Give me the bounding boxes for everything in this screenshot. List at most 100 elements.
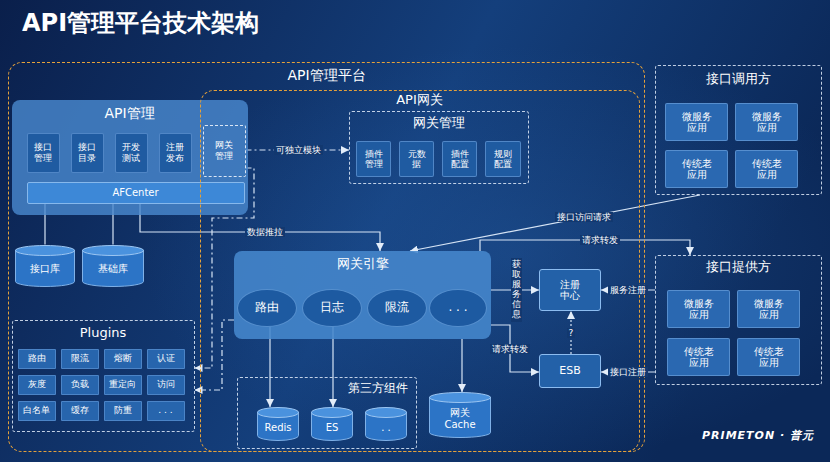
node-label: 熔断 (114, 353, 132, 363)
connector (491, 325, 539, 372)
app-box: 传统老应用 (737, 338, 800, 376)
region-frame: 接口管理 接口目录 开发测试 注册发布 网关管理 AFCenter API管理插件管理元数据… (8, 62, 645, 452)
database-cylinder: 网关Cache (429, 392, 491, 438)
node-label: 微服务应用 (752, 298, 786, 321)
node-label: 网关管理 (214, 140, 234, 161)
node-label: 元数据 (406, 149, 428, 170)
service-box: 注册中心 (539, 269, 601, 311)
node-label: 白名单 (23, 405, 50, 415)
node-label: 限流 (71, 353, 89, 363)
group-heading: 网关引擎 (234, 257, 491, 272)
component-ellipse: 日志 (302, 289, 362, 327)
connector-label: 请求转发 (490, 344, 530, 355)
connector-label: 获取服务信息 (511, 258, 522, 321)
connector (410, 195, 700, 251)
diagram-title: API管理平台技术架构 (22, 7, 259, 39)
node-label: 开发测试 (120, 142, 142, 163)
node-label: 注册发布 (164, 142, 186, 163)
node-label: 认证 (157, 353, 175, 363)
plugin-box: 缓存 (61, 401, 99, 421)
app-box: 微服务应用 (667, 290, 730, 328)
center-bar: AFCenter (27, 182, 245, 204)
node-label: AFCenter (112, 187, 158, 199)
function-box: 规则配置 (485, 141, 521, 177)
app-box: 传统老应用 (735, 150, 798, 188)
node-label: 传统老应用 (682, 346, 716, 369)
node-label: ES (326, 422, 339, 434)
service-box: ESB (539, 354, 601, 388)
function-box: 接口目录 (71, 133, 104, 173)
plugin-box: 防重 (104, 401, 142, 421)
node-label: 缓存 (71, 405, 89, 415)
group-heading: 接口提供方 (656, 260, 821, 275)
plugin-box: 认证 (147, 349, 185, 369)
plugin-box: 限流 (61, 349, 99, 369)
node-label: . . (381, 422, 391, 434)
group-heading: Plugins (13, 326, 194, 341)
group-box: 插件管理元数据插件配置规则配置网关管理 (349, 111, 529, 184)
node-label: 负载 (71, 379, 89, 389)
cylinder-top (366, 408, 407, 418)
component-ellipse: . . . (429, 289, 487, 327)
node-label: 接口管理 (32, 142, 54, 163)
node-label: 限流 (385, 301, 409, 315)
node-label: . . . (158, 405, 172, 415)
node-label: 规则配置 (492, 149, 514, 170)
node-label: 插件管理 (363, 149, 385, 170)
module-panel: 路由 日志 限流 . . . 网关引擎 (234, 251, 491, 339)
group-heading: 第三方组件 (238, 382, 416, 396)
connector-label: 服务注册 (608, 285, 648, 296)
node-label: ESB (559, 365, 580, 378)
module-box: 网关管理 (203, 125, 246, 177)
function-box: 开发测试 (115, 133, 148, 173)
node-label: 传统老应用 (680, 158, 714, 181)
group-box: 微服务应用 微服务应用传统老应用 传统老应用 接口提供方 (655, 255, 822, 385)
connector-label: 接口访问请求 (555, 212, 613, 223)
cylinder-top (15, 245, 74, 255)
plugin-box: 白名单 (18, 401, 56, 421)
database-cylinder: Redis (257, 407, 299, 441)
plugin-box: 访问 (147, 375, 185, 395)
node-label: 接口目录 (76, 142, 98, 163)
group-box: 路由限流熔断认证灰度负载重定向访问白名单缓存防重. . .Plugins (12, 320, 195, 432)
app-box: 微服务应用 (735, 103, 798, 141)
function-box: 元数据 (399, 141, 434, 177)
node-label: . . . (448, 301, 467, 315)
node-label: 网关Cache (443, 407, 477, 430)
node-label: 传统老应用 (750, 158, 784, 181)
node-label: 微服务应用 (682, 298, 716, 321)
plugin-box: 路由 (18, 349, 56, 369)
cylinder-top (312, 408, 353, 418)
cylinder-top (258, 408, 299, 418)
node-label: 接口库 (30, 263, 60, 275)
group-heading: API网关 (201, 93, 639, 108)
region-frame: 插件管理元数据插件配置规则配置网关管理路由日志限流. . .网关引擎RedisE… (200, 90, 640, 452)
group-heading: API管理 (12, 105, 248, 121)
app-box: 传统老应用 (665, 150, 728, 188)
function-box: 接口管理 (27, 133, 60, 173)
app-box: 传统老应用 (667, 338, 730, 376)
node-label: 传统老应用 (752, 346, 786, 369)
node-label: Redis (265, 422, 292, 434)
node-label: 注册中心 (559, 279, 581, 302)
function-box: 插件管理 (356, 141, 391, 177)
plugin-box: 熔断 (104, 349, 142, 369)
cylinder-body (430, 397, 491, 438)
group-heading: 接口调用方 (656, 72, 821, 87)
node-label: 微服务应用 (680, 111, 714, 134)
group-heading: 网关管理 (350, 116, 528, 131)
node-label: 路由 (28, 353, 46, 363)
connector-label: 可独立模块 (274, 145, 323, 156)
node-label: 防重 (114, 405, 132, 415)
function-box: 注册发布 (159, 133, 192, 173)
node-label: 重定向 (109, 379, 136, 389)
connector (269, 327, 270, 407)
database-cylinder: 接口库 (15, 245, 75, 287)
node-label: 路由 (255, 301, 279, 315)
group-box: 微服务应用微服务应用传统老应用传统老应用接口调用方 (655, 65, 822, 195)
plugin-box: 负载 (61, 375, 99, 395)
cylinder-top (82, 245, 143, 255)
connector (332, 327, 333, 407)
